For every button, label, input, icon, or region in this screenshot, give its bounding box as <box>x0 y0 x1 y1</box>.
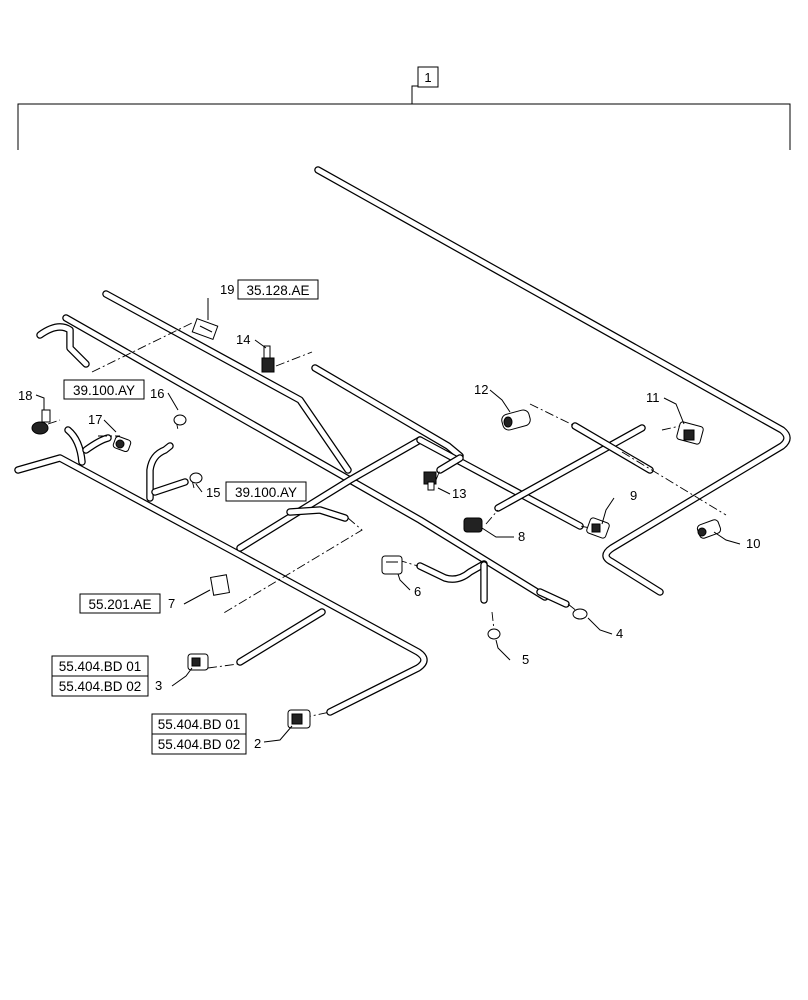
connector-9-icon[interactable] <box>586 517 610 539</box>
callout-17[interactable]: 17 <box>88 412 102 427</box>
callout-5[interactable]: 5 <box>522 652 529 667</box>
connector-parts <box>31 318 722 729</box>
callout-19[interactable]: 19 <box>220 282 234 297</box>
dash-leaders <box>47 321 727 719</box>
connector-11-icon[interactable] <box>676 421 704 445</box>
callout-6[interactable]: 6 <box>414 584 421 599</box>
connector-7-icon[interactable] <box>209 574 231 596</box>
ref-55-404-bd-01-b[interactable]: 55.404.BD 01 <box>158 717 241 732</box>
connector-14-icon[interactable] <box>261 345 275 373</box>
callout-10[interactable]: 10 <box>746 536 760 551</box>
ref-55-201-ae[interactable]: 55.201.AE <box>88 597 151 612</box>
ref-55-404-bd-02-a[interactable]: 55.404.BD 02 <box>59 679 142 694</box>
callout-1[interactable]: 1 <box>424 70 431 85</box>
callout-3[interactable]: 3 <box>155 678 162 693</box>
callout-7[interactable]: 7 <box>168 596 175 611</box>
callout-9[interactable]: 9 <box>630 488 637 503</box>
callout-4[interactable]: 4 <box>616 626 623 641</box>
connector-17-icon[interactable] <box>112 435 132 453</box>
callout-8[interactable]: 8 <box>518 529 525 544</box>
connector-3-icon[interactable] <box>187 653 209 671</box>
assembly-bracket: 1 <box>17 66 791 150</box>
connector-13-icon[interactable] <box>423 471 437 491</box>
callout-14[interactable]: 14 <box>236 332 250 347</box>
connector-12-icon[interactable] <box>500 409 531 432</box>
ref-55-404-bd-02-b[interactable]: 55.404.BD 02 <box>158 737 241 752</box>
connector-6-icon[interactable] <box>381 555 403 575</box>
ref-55-404-bd-01-a[interactable]: 55.404.BD 01 <box>59 659 142 674</box>
ref-39-100-ay-b[interactable]: 39.100.AY <box>235 485 297 500</box>
connector-18-icon[interactable] <box>31 409 51 435</box>
callout-11[interactable]: 11 <box>646 390 660 405</box>
ring-terminal-16-icon[interactable] <box>173 414 187 426</box>
callout-13[interactable]: 13 <box>452 486 466 501</box>
connector-19-icon[interactable] <box>191 318 219 340</box>
callout-2[interactable]: 2 <box>254 736 261 751</box>
callout-15[interactable]: 15 <box>206 485 220 500</box>
connector-2-icon[interactable] <box>287 709 311 729</box>
reference-boxes: 35.128.AE 39.100.AY 39.100.AY 55.201.AE … <box>51 279 319 755</box>
ref-35-128-ae[interactable]: 35.128.AE <box>246 283 309 298</box>
callout-18[interactable]: 18 <box>18 388 32 403</box>
connector-8-icon[interactable] <box>463 517 483 533</box>
harness-wires <box>14 166 791 716</box>
ref-39-100-ay-a[interactable]: 39.100.AY <box>73 383 135 398</box>
callout-12[interactable]: 12 <box>474 382 488 397</box>
connector-10-icon[interactable] <box>696 519 722 540</box>
ring-terminal-4-icon[interactable] <box>572 608 588 620</box>
ring-terminal-15-icon[interactable] <box>189 472 203 484</box>
callout-numbers: 19 14 18 17 16 15 13 12 11 10 9 8 7 6 5 … <box>18 282 760 751</box>
ring-terminal-5-icon[interactable] <box>487 628 501 640</box>
callout-leaders <box>35 298 741 743</box>
callout-16[interactable]: 16 <box>150 386 164 401</box>
